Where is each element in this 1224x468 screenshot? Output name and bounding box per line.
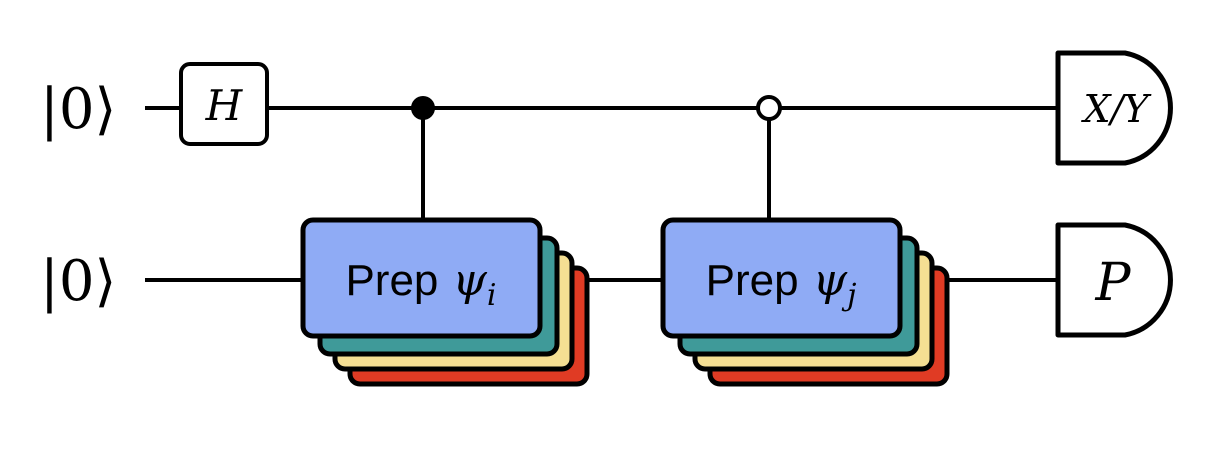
hadamard-gate: H (179, 62, 269, 146)
hadamard-gate-label: H (205, 81, 244, 130)
hadamard-gate-box (179, 62, 269, 146)
measurement-xy: X/Y (1055, 50, 1173, 166)
measurement-p-label: P (1095, 253, 1132, 313)
control-dot-open (756, 95, 782, 121)
qubit-1-ket-label: |0⟩ (40, 77, 116, 142)
measurement-xy-label: X/Y (1081, 87, 1153, 131)
prep-psi-i-layer-front (300, 217, 543, 339)
measurement-xy-shape (1055, 50, 1173, 166)
qubit-2-ket-label: |0⟩ (40, 249, 116, 314)
prep-psi-j-layer-front (660, 217, 903, 339)
control-dot-filled (411, 96, 435, 120)
measurement-p-shape (1055, 222, 1173, 338)
measurement-p: P (1055, 222, 1173, 338)
